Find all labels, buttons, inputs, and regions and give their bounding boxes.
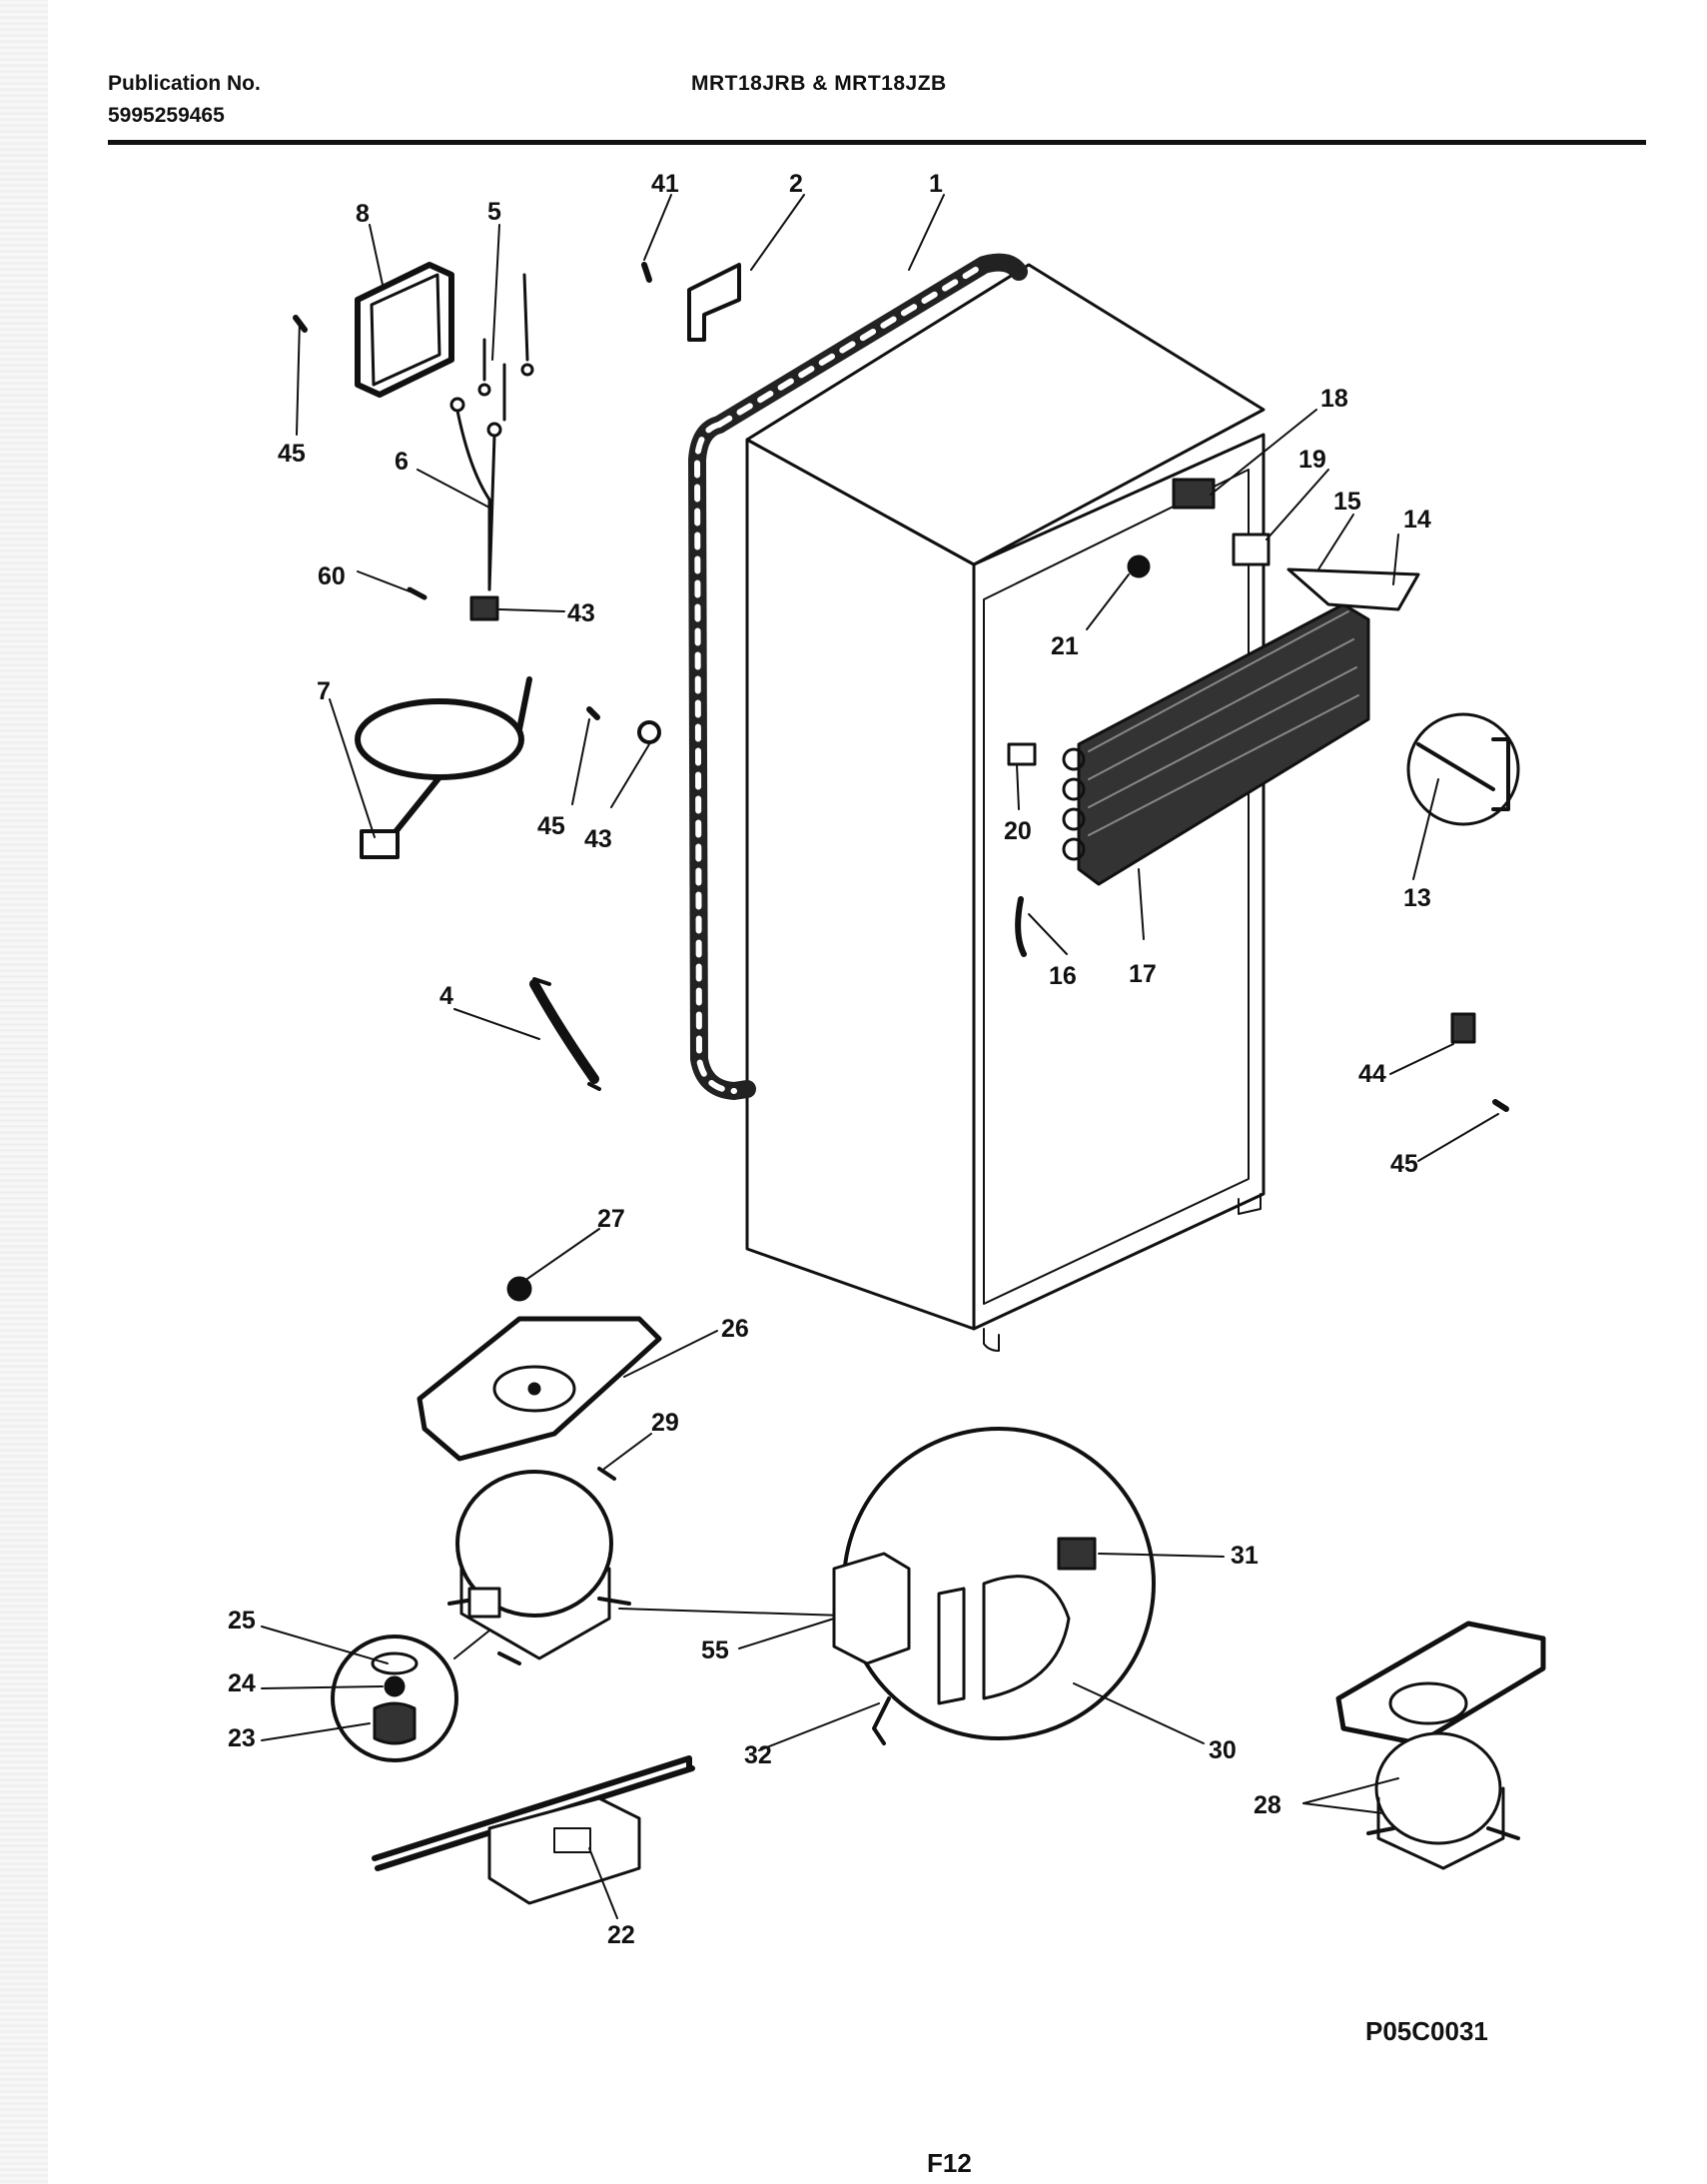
grommet-detail <box>331 1630 490 1762</box>
callout-28: 28 <box>1254 1791 1281 1819</box>
part-27-grommet <box>506 1276 532 1302</box>
part-26-drain-pan <box>417 1316 662 1462</box>
callout-27: 27 <box>597 1205 625 1233</box>
callout-16: 16 <box>1049 962 1077 990</box>
callout-45-right: 45 <box>1390 1150 1418 1178</box>
callout-8: 8 <box>356 200 370 228</box>
callout-60: 60 <box>318 562 346 590</box>
callout-14: 14 <box>1403 506 1431 534</box>
callout-43-mid: 43 <box>584 825 612 853</box>
callout-15: 15 <box>1333 488 1361 516</box>
publication-number: 5995259465 <box>108 104 225 127</box>
callout-43-top: 43 <box>567 599 595 627</box>
scan-edge-shading <box>0 0 48 2184</box>
callout-55: 55 <box>701 1637 729 1664</box>
callout-5: 5 <box>487 198 501 226</box>
callout-17: 17 <box>1129 960 1157 988</box>
callout-20: 20 <box>1004 817 1032 845</box>
right-small-parts <box>1450 1012 1509 1112</box>
header-rule <box>108 140 1646 145</box>
callout-25: 25 <box>228 1607 256 1635</box>
callout-19: 19 <box>1298 446 1326 474</box>
part-28-condensing-unit <box>1335 1621 1546 1870</box>
model-title: MRT18JRB & MRT18JZB <box>691 72 947 95</box>
part-4-bracket <box>529 977 601 1091</box>
callout-7: 7 <box>317 677 331 705</box>
part-29-compressor <box>447 1467 631 1665</box>
small-cabinet-parts <box>1007 478 1271 957</box>
callout-31: 31 <box>1231 1542 1259 1570</box>
part-22-base <box>372 1755 695 1905</box>
relay-detail <box>618 1427 1156 1745</box>
callout-26: 26 <box>721 1315 749 1343</box>
publication-label: Publication No. <box>108 72 261 95</box>
callout-6: 6 <box>395 448 409 476</box>
callout-18-top: 18 <box>1320 385 1348 413</box>
leader-lines <box>261 194 1499 1919</box>
top-left-parts <box>293 262 741 621</box>
cabinet-drawing <box>745 263 1266 1352</box>
callout-22: 22 <box>607 1921 635 1949</box>
callout-13: 13 <box>1403 884 1431 912</box>
callout-29: 29 <box>651 1409 679 1437</box>
callout-30: 30 <box>1209 1736 1237 1764</box>
page-code: F12 <box>927 2148 972 2178</box>
callout-23: 23 <box>228 1724 256 1752</box>
callout-4: 4 <box>439 982 453 1010</box>
page-header: Publication No. 5995259465 MRT18JRB & MR… <box>0 0 1707 150</box>
callout-44: 44 <box>1358 1060 1386 1088</box>
callout-21: 21 <box>1051 632 1079 660</box>
part-17-coil <box>1062 567 1520 886</box>
callout-1: 1 <box>929 170 943 198</box>
callout-2: 2 <box>789 170 803 198</box>
power-cord-parts <box>355 676 661 859</box>
callout-45-top: 45 <box>278 440 306 468</box>
callout-45-mid: 45 <box>537 812 565 840</box>
drawing-code: P05C0031 <box>1365 2016 1488 2046</box>
part-1-gasket-loop <box>688 253 1028 1100</box>
callout-numbers: 1 2 41 5 8 45 6 60 43 7 45 43 18 19 15 1… <box>228 170 1431 1949</box>
callout-24: 24 <box>228 1669 256 1697</box>
callout-32: 32 <box>744 1741 772 1769</box>
callout-41: 41 <box>651 170 679 198</box>
